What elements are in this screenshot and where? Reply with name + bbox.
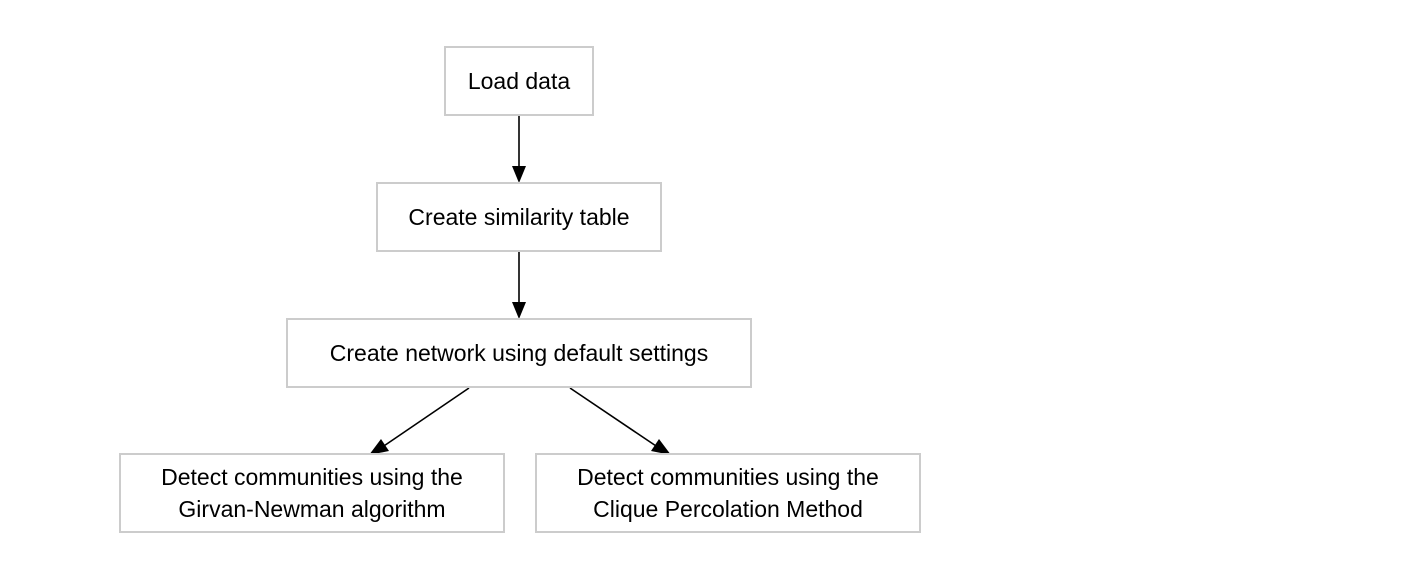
node-girvan-newman-label-line2: Girvan-Newman algorithm [178, 496, 446, 522]
node-girvan-newman-label-line1: Detect communities using the [161, 464, 463, 490]
node-girvan-newman: Detect communities using the Girvan-Newm… [119, 453, 505, 533]
node-clique-percolation-label-line2: Clique Percolation Method [593, 496, 863, 522]
node-create-network: Create network using default settings [286, 318, 752, 388]
node-create-network-label: Create network using default settings [329, 340, 709, 366]
edge-load-to-similarity [512, 116, 526, 183]
node-load-data-label: Load data [467, 68, 571, 94]
node-create-similarity-table: Create similarity table [376, 182, 662, 252]
node-load-data: Load data [444, 46, 594, 116]
node-clique-percolation-label-line1: Detect communities using the [577, 464, 879, 490]
node-clique-percolation: Detect communities using the Clique Perc… [535, 453, 921, 533]
node-create-similarity-table-label: Create similarity table [408, 204, 630, 230]
edge-similarity-to-network [512, 252, 526, 319]
edge-network-to-clique-percolation [569, 387, 671, 455]
edge-network-to-girvan-newman [369, 387, 470, 455]
